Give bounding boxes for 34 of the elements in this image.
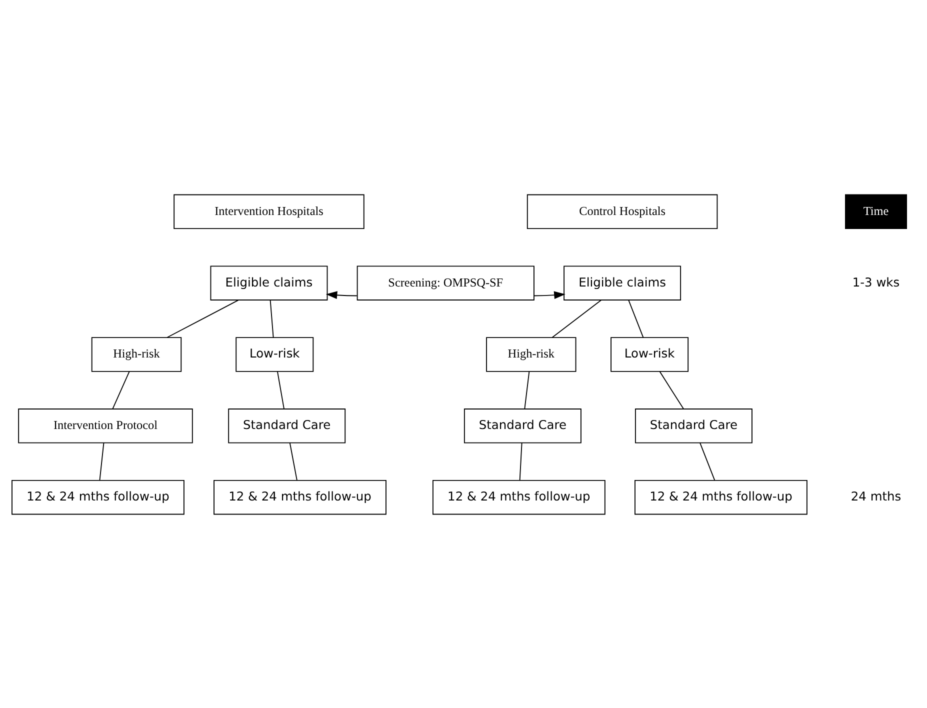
- node-box: 12 & 24 mths follow-up: [432, 479, 606, 514]
- connector: [524, 370, 530, 409]
- node-box: Control Hospitals: [526, 194, 718, 229]
- connector: [112, 370, 130, 409]
- node-box: Eligible claims: [564, 265, 682, 300]
- node-box: 12 & 24 mths follow-up: [12, 479, 184, 514]
- node-box: Standard Care: [228, 408, 346, 443]
- label: 1-3 wks: [852, 274, 900, 289]
- label: Time: [863, 203, 889, 218]
- connector: [270, 299, 274, 338]
- node-box: Standard Care: [464, 408, 582, 443]
- node-box: Low-risk: [610, 336, 689, 372]
- connector: [659, 370, 684, 409]
- node-box: Screening: OMPSQ-SF: [356, 265, 534, 300]
- label: 24 mths: [850, 489, 902, 504]
- connector: [99, 442, 104, 480]
- connector: [628, 299, 644, 338]
- node-box: High-risk: [486, 336, 576, 372]
- connector: [700, 442, 716, 480]
- node-box: Low-risk: [236, 336, 314, 372]
- node-box: 12 & 24 mths follow-up: [634, 479, 808, 514]
- connector: [166, 299, 239, 338]
- arrow: [534, 290, 566, 299]
- node-box: Intervention Protocol: [18, 408, 193, 443]
- node-box: Eligible claims: [210, 265, 328, 300]
- connector: [277, 370, 284, 409]
- node-box: 12 & 24 mths follow-up: [214, 479, 386, 514]
- node-box: Intervention Hospitals: [174, 194, 364, 229]
- connector: [519, 442, 522, 480]
- node-box: High-risk: [91, 336, 182, 372]
- arrow: [326, 290, 358, 299]
- node-box: Standard Care: [634, 408, 752, 443]
- connector: [289, 442, 298, 480]
- connector: [552, 299, 602, 338]
